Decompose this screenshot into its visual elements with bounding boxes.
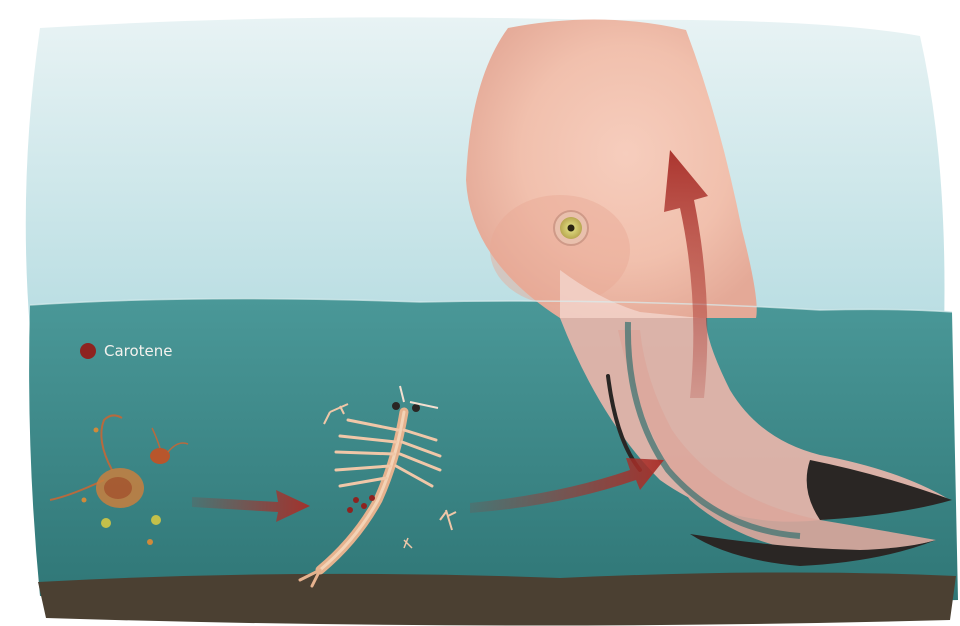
algae-cell-small [147, 539, 153, 545]
algae-cell-small [94, 428, 99, 433]
algae-cell [150, 448, 170, 464]
legend: Carotene [80, 342, 173, 360]
shrimp-eye [412, 404, 420, 412]
shrimp-egg [361, 503, 367, 509]
algae-cell-small [82, 498, 87, 503]
carotene-dot-icon [80, 343, 96, 359]
legend-label: Carotene [104, 342, 173, 360]
algae-cell-core [104, 477, 132, 499]
algae-cell-small [151, 515, 161, 525]
shrimp-egg [353, 497, 359, 503]
shrimp-egg [369, 495, 375, 501]
algae-cell-small [101, 518, 111, 528]
shrimp-egg [347, 507, 353, 513]
sediment [38, 572, 956, 625]
shrimp-eye [392, 402, 400, 410]
eye-pupil [568, 225, 575, 232]
